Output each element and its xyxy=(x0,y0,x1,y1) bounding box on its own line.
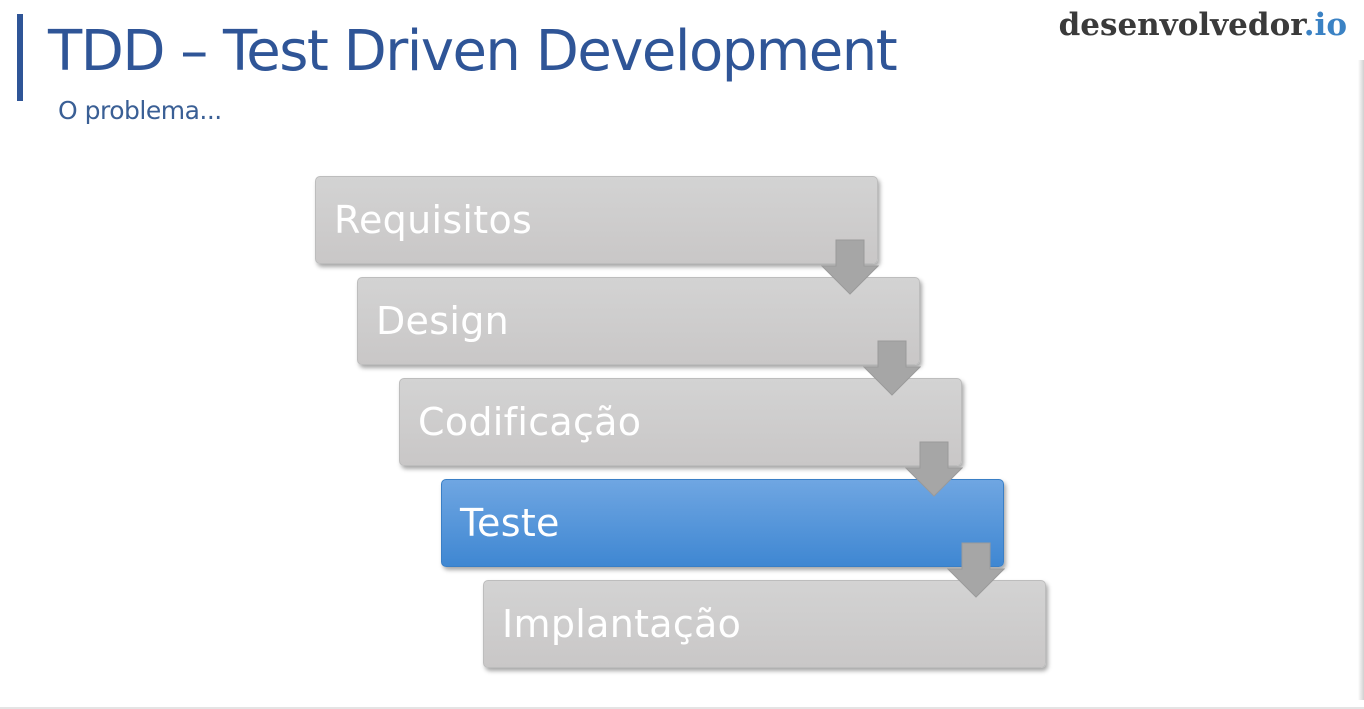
slide-bottom-divider xyxy=(0,707,1364,709)
arrow-down-icon xyxy=(821,239,879,295)
step-implantacao: Implantação xyxy=(483,580,1046,668)
step-teste: Teste xyxy=(441,479,1004,567)
slide-subtitle: O problema... xyxy=(58,96,222,125)
step-design: Design xyxy=(357,277,920,365)
step-label: Design xyxy=(376,299,510,343)
step-label: Teste xyxy=(460,501,560,545)
brand-logo: desenvolvedor.io xyxy=(1059,4,1347,46)
slide-edge-shadow xyxy=(1358,60,1364,700)
arrow-down-icon xyxy=(947,542,1005,598)
step-label: Codificação xyxy=(418,400,642,444)
title-accent-bar xyxy=(17,14,23,101)
step-label: Implantação xyxy=(502,602,742,646)
arrow-down-icon xyxy=(905,441,963,497)
arrow-down-icon xyxy=(863,340,921,396)
slide-title: TDD – Test Driven Development xyxy=(48,19,898,84)
brand-name: desenvolvedor xyxy=(1058,7,1304,43)
brand-tld: .io xyxy=(1303,7,1347,43)
step-label: Requisitos xyxy=(334,198,533,242)
step-requisitos: Requisitos xyxy=(315,176,878,264)
step-codificacao: Codificação xyxy=(399,378,962,466)
